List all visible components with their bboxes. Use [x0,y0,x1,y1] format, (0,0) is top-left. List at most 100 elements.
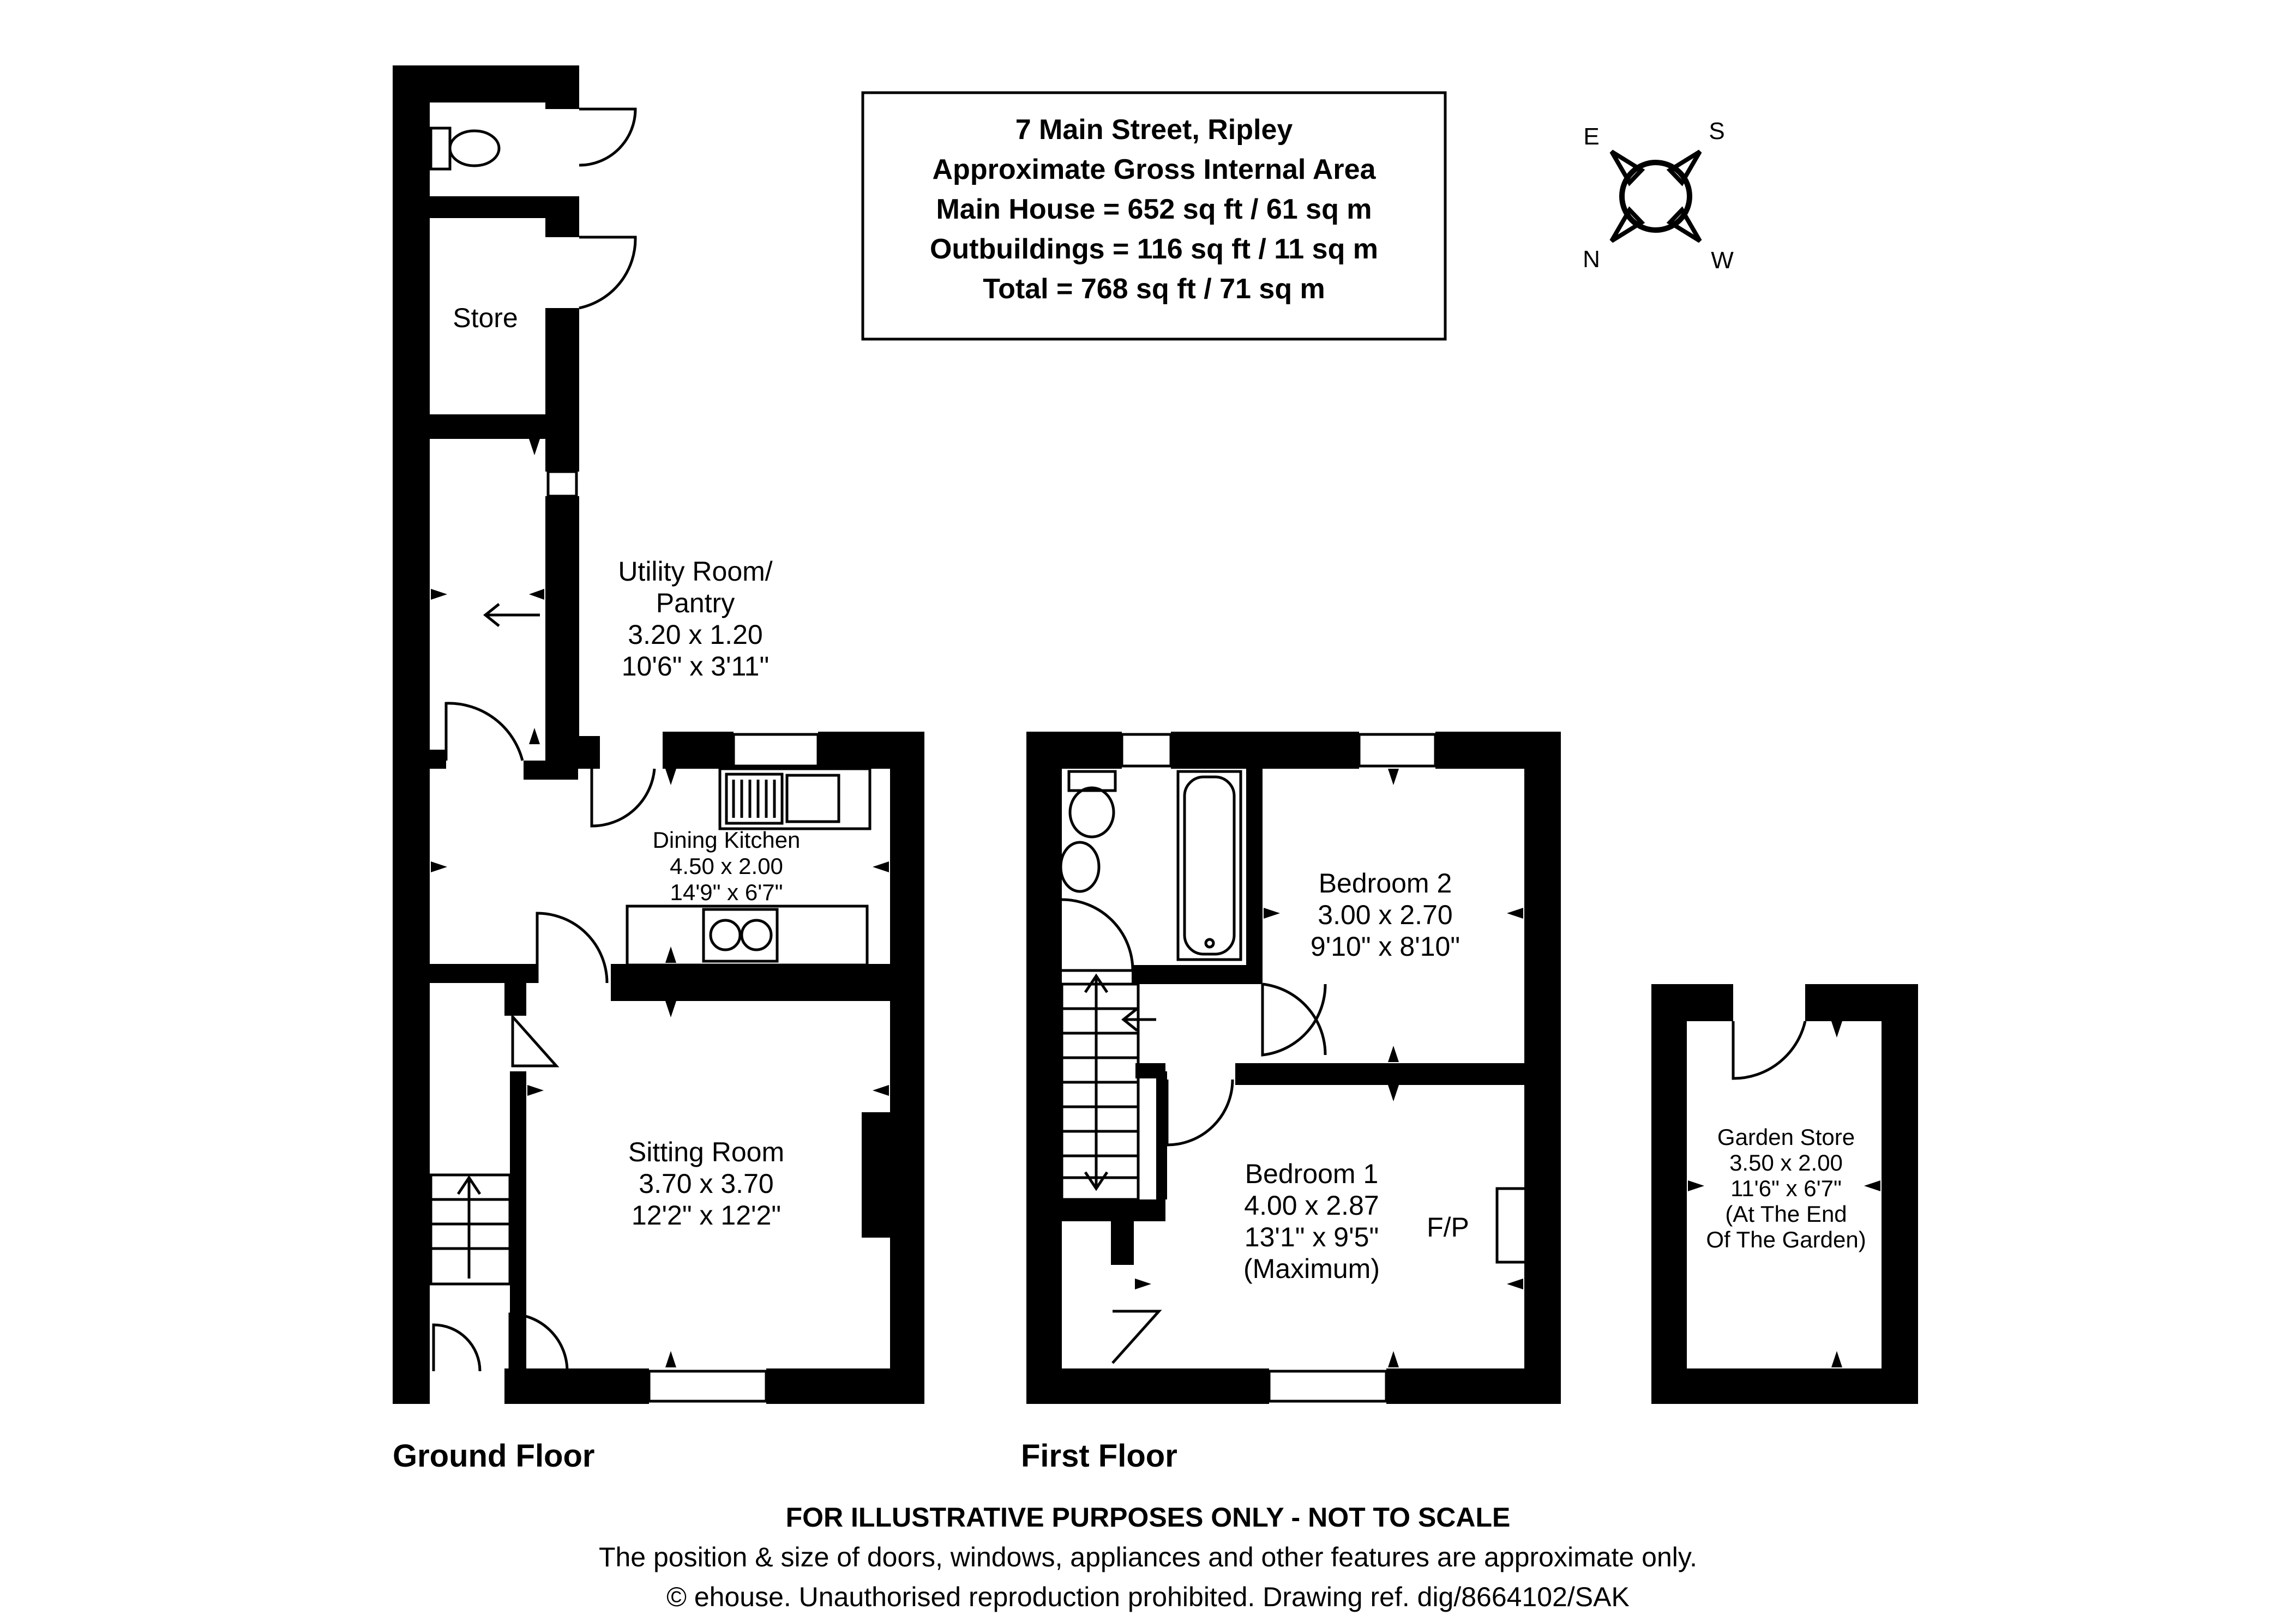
ground-right-wall [890,732,924,1404]
garden-store-note2: Of The Garden) [1706,1227,1866,1252]
area-heading: Approximate Gross Internal Area [933,154,1377,185]
bathroom-door [1061,898,1134,972]
bedroom1-metric: 4.00 x 2.87 [1244,1190,1379,1221]
ground-stairs [429,1173,512,1286]
compass-arrow-e [1609,149,1645,186]
front-door [432,1323,482,1372]
wc-cistern [429,126,452,171]
utility-name-line2: Pantry [656,588,735,618]
bathroom-cistern [1067,770,1117,792]
garden-left-wall [1651,984,1687,1404]
chimney-breast [862,1112,892,1238]
ground-floor-plan: Store Utility Room/ Pantry 3.20 x 1.20 1… [393,65,924,1474]
garden-store-plan: Garden Store 3.50 x 2.00 11'6" x 6'7" (A… [1651,984,1918,1404]
sink-drainer-icon [725,773,784,825]
compass-arrow-s [1666,149,1702,186]
cooker-worktop [626,905,869,967]
bathroom-window [1120,733,1173,768]
bedroom2-metric: 3.00 x 2.70 [1318,900,1452,930]
ground-bottom-wall-right [766,1368,924,1404]
garden-store-name: Garden Store [1717,1124,1855,1150]
first-top-wall-a [1026,732,1122,769]
footer: FOR ILLUSTRATIVE PURPOSES ONLY - NOT TO … [599,1502,1697,1612]
garden-right-wall [1882,984,1918,1404]
utility-imperial: 10'6" x 3'11" [622,651,770,682]
utility-right-wall-top [545,439,579,472]
hall-sitting-partition [510,1071,526,1398]
ground-bottom-wall-mid [504,1368,649,1404]
copyright-text: © ehouse. Unauthorised reproduction proh… [666,1582,1630,1612]
cupboard-wall [1111,1221,1134,1265]
kitchen-window [732,733,820,768]
stair-bottom-wall [1062,1199,1165,1221]
compass-arrow-n [1609,206,1645,243]
store-right-wall-upper [545,196,579,237]
fireplace-label: F/P [1427,1212,1469,1243]
ground-bottom-wall-left [393,1368,430,1404]
kitchen-name: Dining Kitchen [653,827,801,853]
sitting-name: Sitting Room [628,1137,784,1167]
total-area: Total = 768 sq ft / 71 sq m [983,273,1325,305]
utility-arrow [483,603,540,627]
compass-s: S [1709,118,1724,144]
area-summary-box: 7 Main Street, Ripley Approximate Gross … [861,91,1447,341]
front-door-inner [508,1312,569,1372]
kitchen-sitting-partition [611,964,924,1001]
garden-store-door [1732,1021,1807,1080]
utility-window [546,470,578,498]
bed1-bed2-partition [1235,1063,1524,1085]
utility-name-line1: Utility Room/ [618,556,772,587]
garden-dimension-markers [1688,1021,1880,1367]
hall-partition-upper [504,983,526,1016]
area-summary-border [861,91,1447,341]
compass-w: W [1711,247,1734,274]
first-floor-label: First Floor [1021,1438,1177,1474]
garden-store-note1: (At The End [1725,1201,1847,1227]
ground-floor-label: Ground Floor [393,1438,595,1474]
disclaimer-text: FOR ILLUSTRATIVE PURPOSES ONLY - NOT TO … [786,1502,1511,1533]
kitchen-top-wall-mid [663,732,734,769]
fireplace-icon [1495,1187,1529,1264]
bedroom1-imperial: 13'1" x 9'5" [1245,1222,1379,1252]
bedroom1-window [1267,1370,1388,1403]
bathroom-toilet-icon [1068,786,1115,839]
main-house-area: Main House = 652 sq ft / 61 sq m [936,194,1372,225]
first-right-wall [1524,732,1561,1404]
outbuildings-area: Outbuildings = 116 sq ft / 11 sq m [930,233,1378,265]
first-stairs [1060,973,1156,1201]
store-right-wall-lower [545,308,579,417]
first-top-wall-b [1171,732,1359,769]
bath-plug [1204,938,1215,949]
sitting-room-window [647,1370,768,1403]
utility-bottom-wall [524,761,578,780]
ground-dimension-markers [431,439,889,1367]
garden-store-metric: 3.50 x 2.00 [1729,1150,1843,1175]
kitchen-back-door [590,768,656,828]
bedroom2-imperial: 9'10" x 8'10" [1311,931,1460,962]
sitting-imperial: 12'2" x 12'2" [632,1200,781,1231]
kitchen-imperial: 14'9" x 6'7" [670,879,783,905]
compass-e: E [1583,123,1599,150]
wc-toilet-icon [448,129,501,167]
sink-unit [718,767,871,830]
hob-icon [702,908,779,963]
bathroom-bottom-wall [1132,965,1263,984]
utility-door [444,702,524,761]
utility-right-wall [545,496,579,763]
approximation-note: The position & size of doors, windows, a… [599,1542,1697,1572]
bedroom1-name: Bedroom 1 [1245,1159,1379,1189]
hall-kitchen-partition [393,964,537,983]
bath-bed2-partition [1246,769,1263,984]
compass-icon: E S N W [1583,118,1734,274]
compass-arrow-w [1666,206,1702,243]
bath-inner [1183,775,1236,956]
first-bottom-wall-right [1386,1368,1561,1404]
compass-ring [1619,160,1692,233]
under-stairs-door [511,1013,560,1068]
bathroom-basin-icon [1059,841,1101,893]
property-address: 7 Main Street, Ripley [1015,114,1293,146]
wc-right-wall-upper [545,65,579,109]
first-left-wall [1026,732,1062,1404]
bedroom1-cupboard-door [1111,1310,1162,1364]
